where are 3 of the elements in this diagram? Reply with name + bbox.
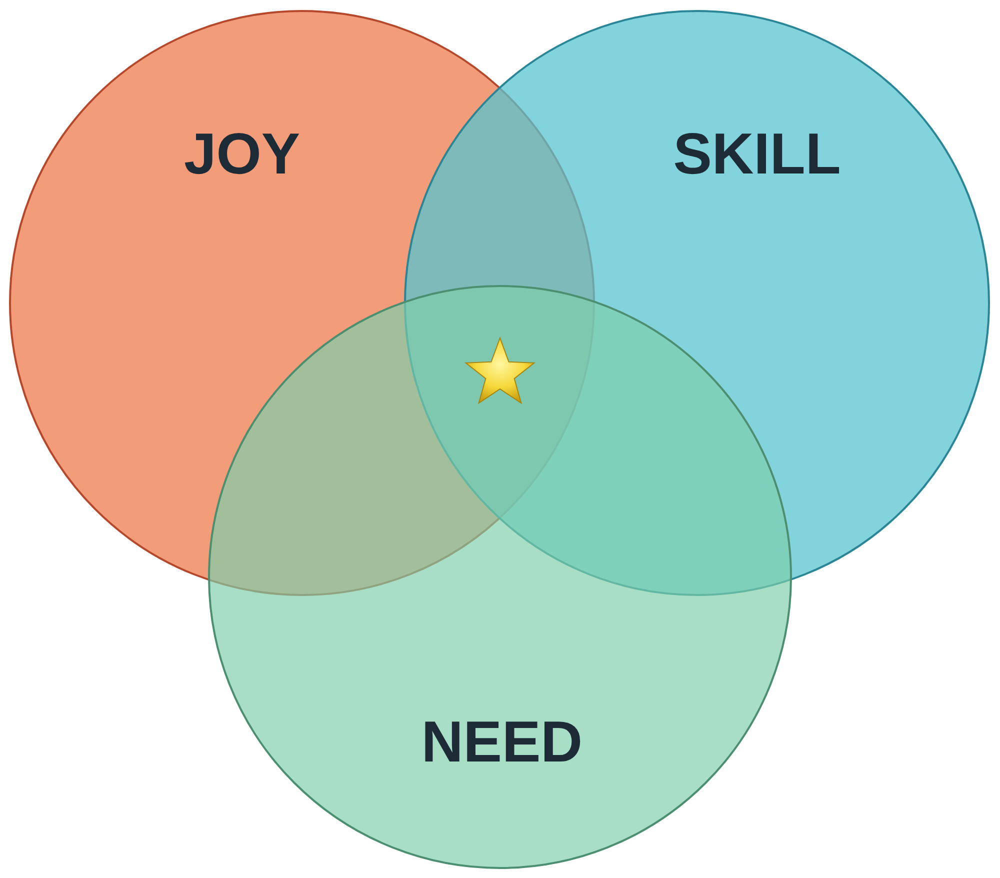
- circle-label: JOY: [184, 120, 300, 188]
- circle-label: NEED: [421, 708, 583, 776]
- circle-label: SKILL: [673, 120, 841, 188]
